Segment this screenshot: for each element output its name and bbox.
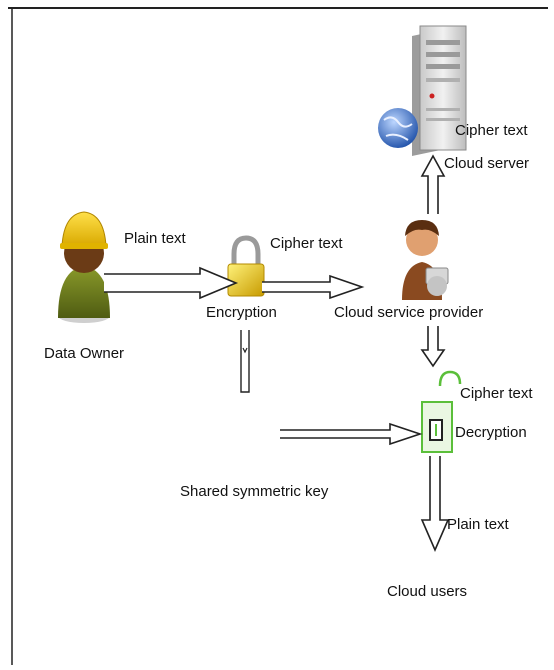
globe-icon (378, 108, 418, 148)
arrow-provider-to-decryption (420, 326, 446, 368)
arrow-key-to-decryption (280, 422, 423, 446)
person-with-laptop-icon (402, 220, 449, 300)
encryption-label: Encryption (206, 304, 277, 321)
decryption-label: Decryption (455, 424, 527, 441)
arrow-encryption-to-provider (262, 274, 365, 300)
data-owner-icon (58, 211, 110, 323)
data-owner-label: Data Owner (44, 345, 125, 362)
server-tower-icon (412, 25, 467, 156)
plain-text-label-top: Plain text (124, 230, 186, 247)
cloud-service-provider-label: Cloud service provider (334, 304, 484, 321)
key-connector-vertical (240, 330, 250, 393)
cipher-text-label-decryption: Cipher text (460, 385, 533, 402)
arrow-provider-to-server (420, 154, 446, 214)
cipher-text-label-middle: Cipher text (270, 235, 343, 252)
cipher-text-label-server: Cipher text (455, 122, 528, 139)
cloud-server-label: Cloud server (444, 155, 530, 172)
cloud-users-label: Cloud users (387, 583, 468, 600)
plain-text-label-bottom: Plain text (447, 516, 509, 533)
arrow-owner-to-encryption (104, 266, 239, 300)
arrow-decryption-to-users (420, 456, 450, 553)
shared-symmetric-key-label: Shared symmetric key (180, 483, 329, 500)
padlock-icon (227, 235, 265, 297)
open-padlock-icon (421, 370, 462, 453)
